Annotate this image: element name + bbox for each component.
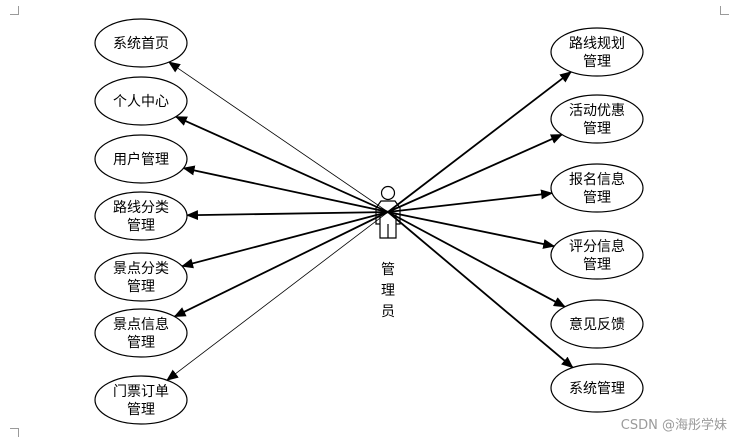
use-case-label: 管理: [127, 402, 155, 418]
actor-label-char: 员: [381, 304, 395, 320]
use-case-ellipse: [94, 191, 188, 241]
watermark: CSDN @海彤学妹: [620, 418, 727, 433]
use-case-label: 意见反馈: [569, 316, 625, 333]
use-case-label: 管理: [127, 279, 155, 295]
association-arrow-right-5: [387, 211, 574, 369]
use-case-ellipse: [94, 134, 188, 184]
association-arrow-left-3: [185, 210, 389, 221]
administrator-actor: 管 理 员: [375, 185, 401, 320]
corner-mark-top-left: [10, 6, 19, 15]
use-case-left-0: 系统首页: [94, 18, 188, 68]
actor-icon: [375, 185, 401, 239]
use-case-ellipse: [94, 18, 188, 68]
actor-label-char: 管: [381, 262, 395, 278]
use-case-label: 评分信息: [569, 238, 625, 255]
use-case-label: 系统首页: [113, 36, 169, 52]
use-case-label: 景点分类: [113, 261, 169, 277]
use-case-label: 门票订单: [113, 384, 169, 400]
association-arrow-left-1: [174, 115, 389, 213]
use-case-label: 路线规划: [569, 36, 625, 52]
use-case-label: 管理: [583, 257, 611, 273]
use-case-ellipse: [550, 163, 644, 213]
use-case-ellipse: [550, 299, 644, 349]
use-case-nodes: 系统首页个人中心用户管理路线分类管理景点分类管理景点信息管理门票订单管理路线规划…: [94, 18, 644, 425]
association-arrow-right-1: [387, 133, 563, 213]
association-lines: [166, 61, 574, 381]
use-case-ellipse: [550, 94, 644, 144]
use-case-label: 路线分类: [113, 200, 169, 216]
corner-mark-top-right: [720, 6, 729, 15]
use-case-label: 活动优惠: [569, 103, 625, 119]
use-case-label: 管理: [583, 190, 611, 206]
use-case-ellipse: [94, 76, 188, 126]
use-case-label: 系统管理: [569, 381, 625, 397]
association-arrow-left-4: [181, 211, 389, 269]
association-arrow-left-2: [182, 165, 389, 213]
association-arrow-left-0: [168, 61, 389, 213]
use-case-right-4: 意见反馈: [550, 299, 644, 349]
corner-mark-bottom-left: [10, 428, 19, 437]
use-case-right-5: 系统管理: [550, 363, 644, 413]
use-case-ellipse: [550, 230, 644, 280]
use-case-ellipse: [94, 375, 188, 425]
association-arrow-right-4: [387, 211, 566, 308]
use-case-label: 个人中心: [113, 94, 169, 110]
use-case-left-2: 用户管理: [94, 134, 188, 184]
association-arrow-right-0: [387, 71, 572, 213]
use-case-label: 管理: [127, 218, 155, 234]
use-case-label: 管理: [583, 54, 611, 70]
use-case-label: 管理: [127, 335, 155, 351]
actor-label-char: 理: [381, 283, 395, 299]
use-case-label: 报名信息: [569, 171, 625, 188]
use-case-ellipse: [94, 308, 188, 358]
use-case-label: 管理: [583, 121, 611, 137]
use-case-label: 景点信息: [113, 316, 169, 333]
association-arrow-left-6: [166, 211, 389, 381]
association-arrow-left-5: [173, 211, 389, 318]
use-case-ellipse: [94, 252, 188, 302]
use-case-left-1: 个人中心: [94, 76, 188, 126]
use-case-ellipse: [550, 27, 644, 77]
use-case-ellipse: [550, 363, 644, 413]
association-arrow-right-3: [387, 211, 556, 249]
association-arrow-right-2: [387, 189, 554, 213]
use-case-label: 用户管理: [113, 151, 169, 168]
